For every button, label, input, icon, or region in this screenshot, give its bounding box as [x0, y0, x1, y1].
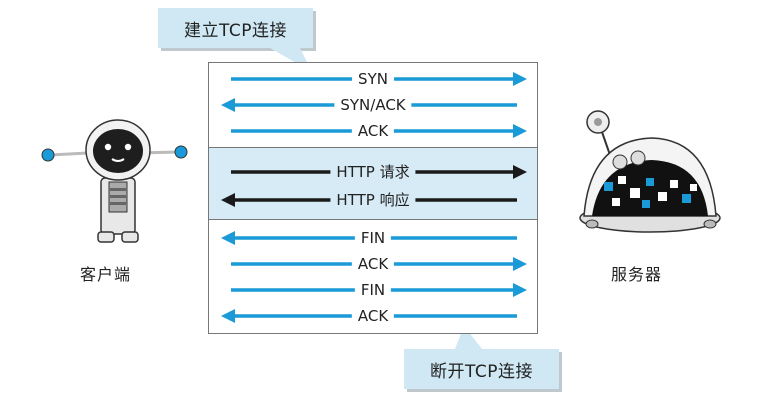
message-row: ACK: [209, 253, 537, 275]
callout-establish-label: 建立TCP连接: [183, 20, 287, 41]
message-label: FIN: [354, 280, 392, 300]
message-row: HTTP 请求: [209, 161, 537, 183]
sequence-diagram: SYN SYN/ACK ACK HTTP 请求 HTTP 响应 FIN ACK: [208, 62, 538, 334]
message-row: FIN: [209, 279, 537, 301]
message-label: HTTP 响应: [330, 190, 416, 210]
client-robot-icon: [41, 119, 188, 243]
callout-close-label: 断开TCP连接: [429, 361, 533, 382]
message-row: SYN: [209, 68, 537, 90]
section-http: HTTP 请求 HTTP 响应: [209, 147, 537, 220]
callout-establish-connection: 建立TCP连接: [158, 8, 313, 48]
message-label: SYN: [352, 69, 394, 89]
client-label: 客户端: [80, 265, 132, 284]
message-row: FIN: [209, 227, 537, 249]
callout-close-connection: 断开TCP连接: [404, 349, 559, 389]
message-label: HTTP 请求: [330, 162, 416, 182]
message-label: ACK: [351, 254, 395, 274]
server-label: 服务器: [611, 265, 663, 284]
message-label: ACK: [351, 306, 395, 326]
section-close: FIN ACK FIN ACK: [209, 220, 537, 333]
message-label: ACK: [351, 121, 395, 141]
message-label: SYN/ACK: [334, 95, 412, 115]
server-robot-icon: [579, 110, 721, 233]
message-row: ACK: [209, 120, 537, 142]
message-row: SYN/ACK: [209, 94, 537, 116]
message-label: FIN: [354, 228, 392, 248]
message-row: ACK: [209, 305, 537, 327]
message-row: HTTP 响应: [209, 189, 537, 211]
section-connect: SYN SYN/ACK ACK: [209, 63, 537, 147]
